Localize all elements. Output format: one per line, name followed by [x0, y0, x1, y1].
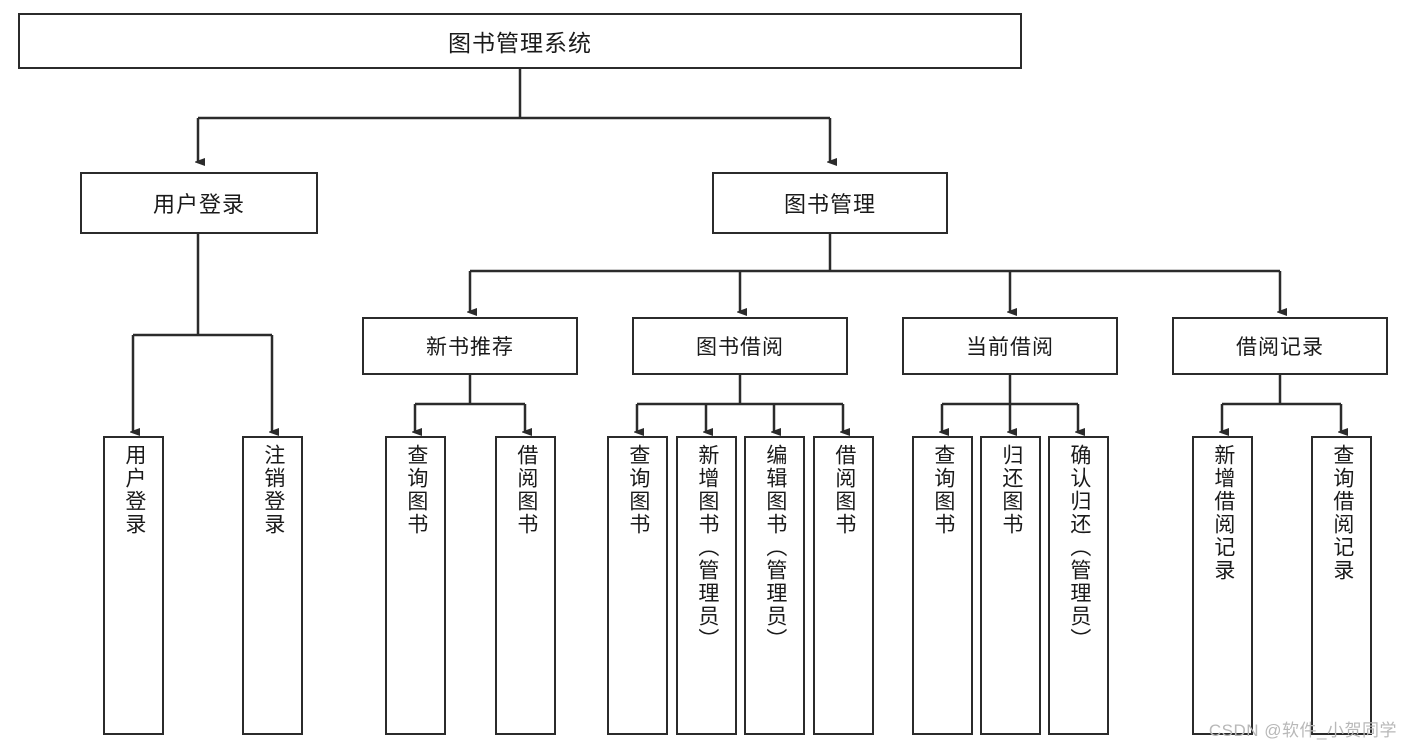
- node-book-manage[interactable]: 图书管理: [712, 172, 948, 234]
- leaf-book-borrow-1-label: 查询图书: [626, 444, 650, 536]
- node-new-book-recommend[interactable]: 新书推荐: [362, 317, 578, 375]
- node-new-book-recommend-label: 新书推荐: [426, 336, 514, 359]
- leaf-current-borrow-3-label: 确认归还（管理员）: [1067, 444, 1091, 651]
- leaf-book-borrow-3[interactable]: 编辑图书（管理员）: [744, 436, 805, 735]
- node-root[interactable]: 图书管理系统: [18, 13, 1022, 69]
- node-user-login-label: 用户登录: [152, 192, 245, 217]
- leaf-book-borrow-4[interactable]: 借阅图书: [813, 436, 874, 735]
- leaf-user-login-2-label: 注销登录: [261, 444, 285, 536]
- node-current-borrow[interactable]: 当前借阅: [902, 317, 1118, 375]
- leaf-book-borrow-2-label: 新增图书（管理员）: [695, 444, 719, 651]
- leaf-book-borrow-3-label: 编辑图书（管理员）: [763, 444, 787, 651]
- leaf-new-book-2-label: 借阅图书: [514, 444, 538, 536]
- node-borrow-record[interactable]: 借阅记录: [1172, 317, 1388, 375]
- node-current-borrow-label: 当前借阅: [966, 336, 1054, 359]
- leaf-borrow-record-1[interactable]: 新增借阅记录: [1192, 436, 1253, 735]
- leaf-current-borrow-2-label: 归还图书: [999, 444, 1023, 536]
- leaf-new-book-1-label: 查询图书: [404, 444, 428, 536]
- node-user-login[interactable]: 用户登录: [80, 172, 318, 234]
- leaf-current-borrow-3[interactable]: 确认归还（管理员）: [1048, 436, 1109, 735]
- node-borrow-record-label: 借阅记录: [1236, 336, 1324, 359]
- leaf-new-book-1[interactable]: 查询图书: [385, 436, 446, 735]
- leaf-user-login-1[interactable]: 用户登录: [103, 436, 164, 735]
- leaf-borrow-record-1-label: 新增借阅记录: [1211, 444, 1235, 582]
- leaf-borrow-record-2-label: 查询借阅记录: [1330, 444, 1354, 582]
- leaf-book-borrow-2[interactable]: 新增图书（管理员）: [676, 436, 737, 735]
- leaf-current-borrow-1-label: 查询图书: [931, 444, 955, 536]
- node-root-label: 图书管理系统: [448, 30, 592, 56]
- leaf-book-borrow-4-label: 借阅图书: [832, 444, 856, 536]
- leaf-book-borrow-1[interactable]: 查询图书: [607, 436, 668, 735]
- leaf-user-login-2[interactable]: 注销登录: [242, 436, 303, 735]
- leaf-new-book-2[interactable]: 借阅图书: [495, 436, 556, 735]
- leaf-current-borrow-2[interactable]: 归还图书: [980, 436, 1041, 735]
- node-book-manage-label: 图书管理: [783, 192, 876, 217]
- node-book-borrow[interactable]: 图书借阅: [632, 317, 848, 375]
- leaf-current-borrow-1[interactable]: 查询图书: [912, 436, 973, 735]
- node-book-borrow-label: 图书借阅: [696, 336, 784, 359]
- leaf-user-login-1-label: 用户登录: [122, 444, 146, 536]
- leaf-borrow-record-2[interactable]: 查询借阅记录: [1311, 436, 1372, 735]
